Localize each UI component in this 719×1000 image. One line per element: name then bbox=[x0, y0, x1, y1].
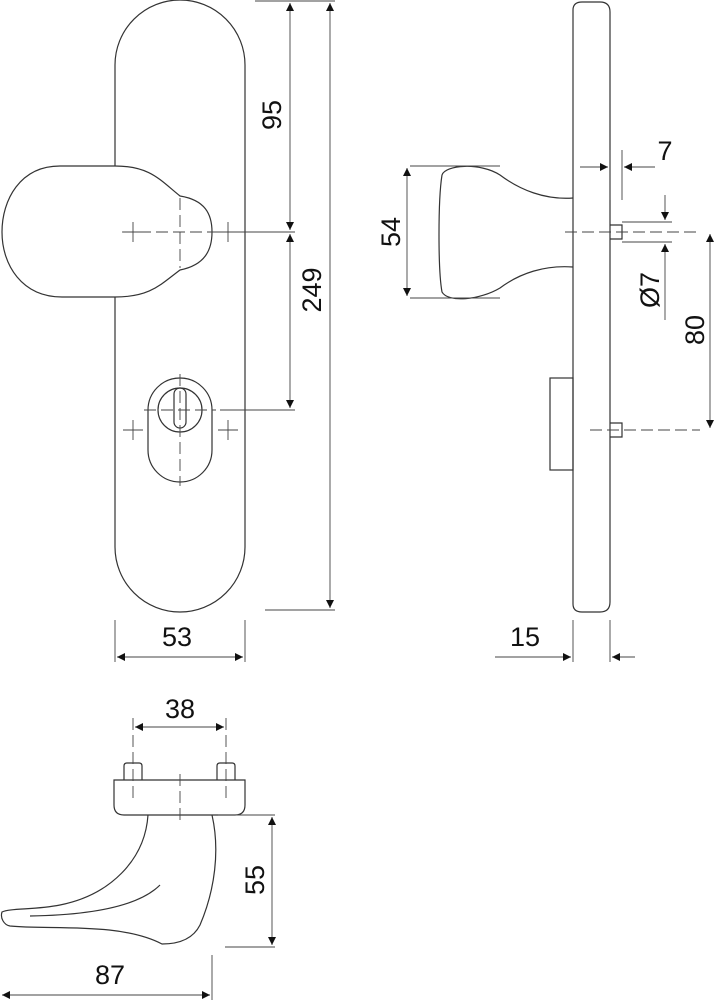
lever-extension-lines bbox=[211, 814, 275, 1000]
dim-label-54: 54 bbox=[376, 217, 406, 247]
side-extension-lines bbox=[410, 150, 672, 662]
dim-label-80: 80 bbox=[680, 315, 710, 345]
lever-contour bbox=[29, 884, 161, 917]
side-knob bbox=[438, 165, 574, 300]
dim-label-53: 53 bbox=[162, 622, 192, 652]
side-plate bbox=[572, 1, 611, 613]
lever-handle bbox=[0, 814, 217, 945]
lever-view: 38 55 87 bbox=[0, 694, 276, 1000]
extension-lines bbox=[114, 0, 335, 662]
cylinder-cutout bbox=[147, 377, 213, 483]
dim-label-87: 87 bbox=[95, 960, 125, 990]
side-view: 54 7 Ø7 80 15 bbox=[376, 1, 714, 662]
dim-label-249: 249 bbox=[297, 267, 327, 312]
lever-pins bbox=[123, 762, 236, 780]
dim-label-diameter-7: Ø7 bbox=[635, 272, 665, 308]
dim-label-15: 15 bbox=[510, 622, 540, 652]
dim-label-7: 7 bbox=[657, 136, 672, 166]
dim-label-55: 55 bbox=[240, 865, 270, 895]
knob-outline bbox=[1, 165, 213, 298]
dim-label-95: 95 bbox=[257, 100, 287, 130]
cylinder-housing bbox=[549, 377, 574, 471]
escutcheon-plate bbox=[114, 0, 246, 613]
dim-label-38: 38 bbox=[165, 694, 195, 724]
front-view: 95 249 53 bbox=[1, 0, 335, 662]
fixing-pins bbox=[610, 224, 623, 438]
lever-rose bbox=[113, 779, 246, 816]
